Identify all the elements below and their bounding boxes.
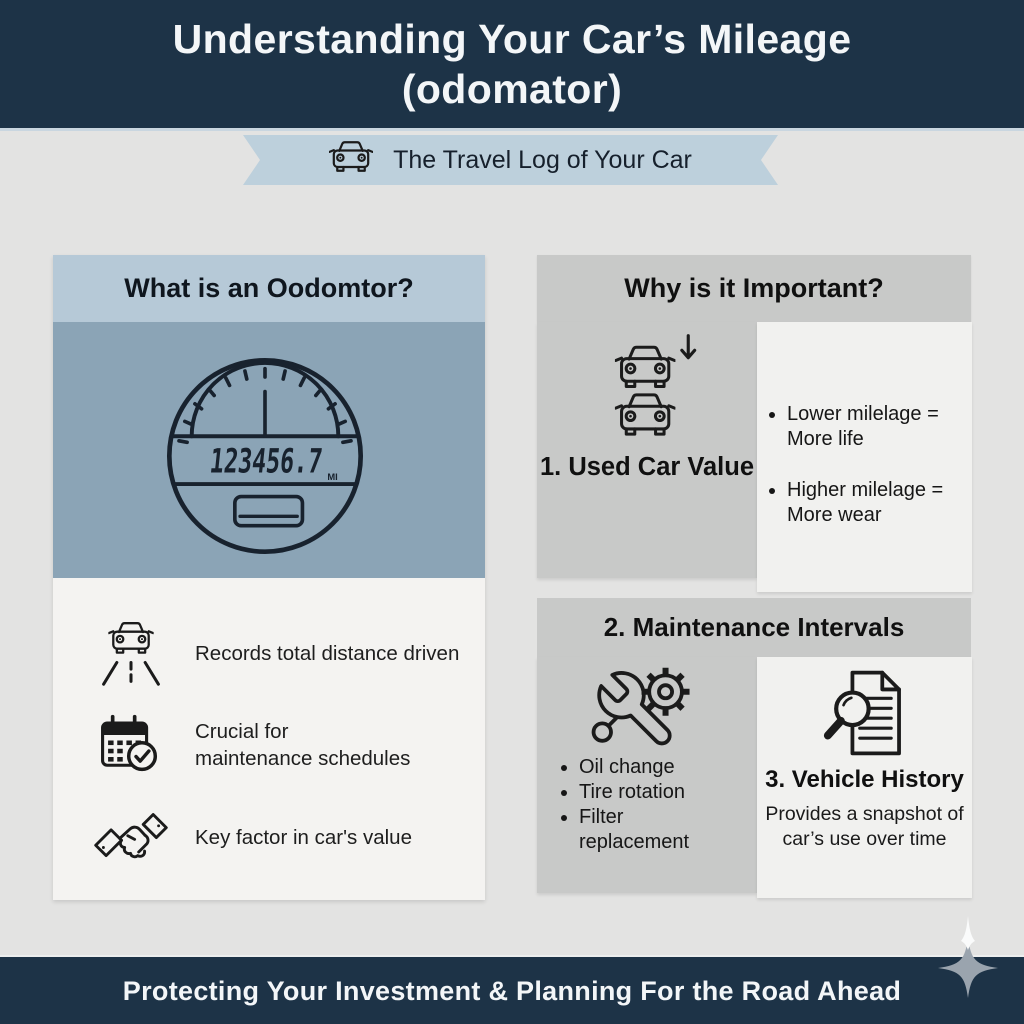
car-road-icon bbox=[91, 620, 171, 688]
list-item: Tire rotation bbox=[579, 780, 724, 805]
maintenance-bullet-list: Oil change Tire rotation Filter replacem… bbox=[537, 755, 757, 855]
what-is-odometer-panel: What is an Oodomtor? bbox=[53, 255, 485, 900]
section3-description: Provides a snapshot of car’s use over ti… bbox=[765, 803, 964, 850]
stacked-cars-down-arrow-icon bbox=[537, 332, 757, 447]
section2-label: 2. Maintenance Intervals bbox=[537, 598, 971, 657]
page-title-line1: Understanding Your Car’s Mileage bbox=[172, 15, 852, 62]
mileage-bullet-list: Lower milelage = More life Higher milela… bbox=[757, 322, 972, 528]
feature-text: Key factor in car's value bbox=[195, 825, 412, 849]
section1-label: 1. Used Car Value bbox=[539, 453, 755, 481]
wrench-gear-icon bbox=[537, 663, 757, 751]
page-title-line2: (odomator) bbox=[401, 66, 623, 112]
feature-text: Records total distance driven bbox=[195, 641, 460, 665]
footer-text: Protecting Your Investment & Planning Fo… bbox=[122, 976, 902, 1006]
list-item: Crucial for maintenance schedules bbox=[91, 700, 485, 792]
feature-text: Crucial for maintenance schedules bbox=[195, 720, 411, 770]
right-panel-heading: Why is it Important? bbox=[537, 255, 971, 322]
mileage-comparison-box: Lower milelage = More life Higher milela… bbox=[757, 322, 972, 592]
maintenance-box: Oil change Tire rotation Filter replacem… bbox=[537, 657, 757, 893]
odometer-gauge-icon: 123456.7 MI bbox=[166, 357, 364, 555]
list-item: Oil change bbox=[579, 755, 724, 780]
left-panel-heading: What is an Oodomtor? bbox=[53, 255, 485, 322]
down-arrow-icon bbox=[680, 334, 697, 360]
footer-band: Protecting Your Investment & Planning Fo… bbox=[0, 955, 1024, 1024]
subtitle-ribbon: The Travel Log of Your Car bbox=[243, 135, 778, 185]
header-band: Understanding Your Car’s Mileage (odomat… bbox=[0, 0, 1024, 131]
odometer-reading: 123456.7 bbox=[208, 441, 324, 480]
list-item: Key factor in car's value bbox=[91, 792, 485, 884]
car-front-icon bbox=[329, 139, 373, 182]
handshake-icon bbox=[91, 809, 171, 867]
vehicle-history-box: 3. Vehicle History Provides a snapshot o… bbox=[757, 657, 972, 898]
page-title: Understanding Your Car’s Mileage (odomat… bbox=[173, 14, 852, 114]
list-item: Records total distance driven bbox=[91, 608, 485, 700]
odometer-facts-list: Records total distance driven bbox=[53, 578, 485, 884]
list-item: Lower milelage = More life bbox=[787, 402, 962, 452]
list-item: Filter replacement bbox=[579, 805, 724, 855]
odometer-unit: MI bbox=[327, 472, 337, 482]
section3-label: 3. Vehicle History bbox=[765, 766, 964, 793]
calendar-check-icon bbox=[91, 713, 171, 779]
used-car-value-box: 1. Used Car Value bbox=[537, 322, 757, 578]
odometer-illustration: 123456.7 MI bbox=[53, 322, 485, 578]
magnifier-document-icon bbox=[757, 669, 972, 762]
ribbon-label: The Travel Log of Your Car bbox=[393, 145, 692, 174]
list-item: Higher milelage = More wear bbox=[787, 478, 962, 528]
sparkle-icon bbox=[926, 910, 1010, 1011]
